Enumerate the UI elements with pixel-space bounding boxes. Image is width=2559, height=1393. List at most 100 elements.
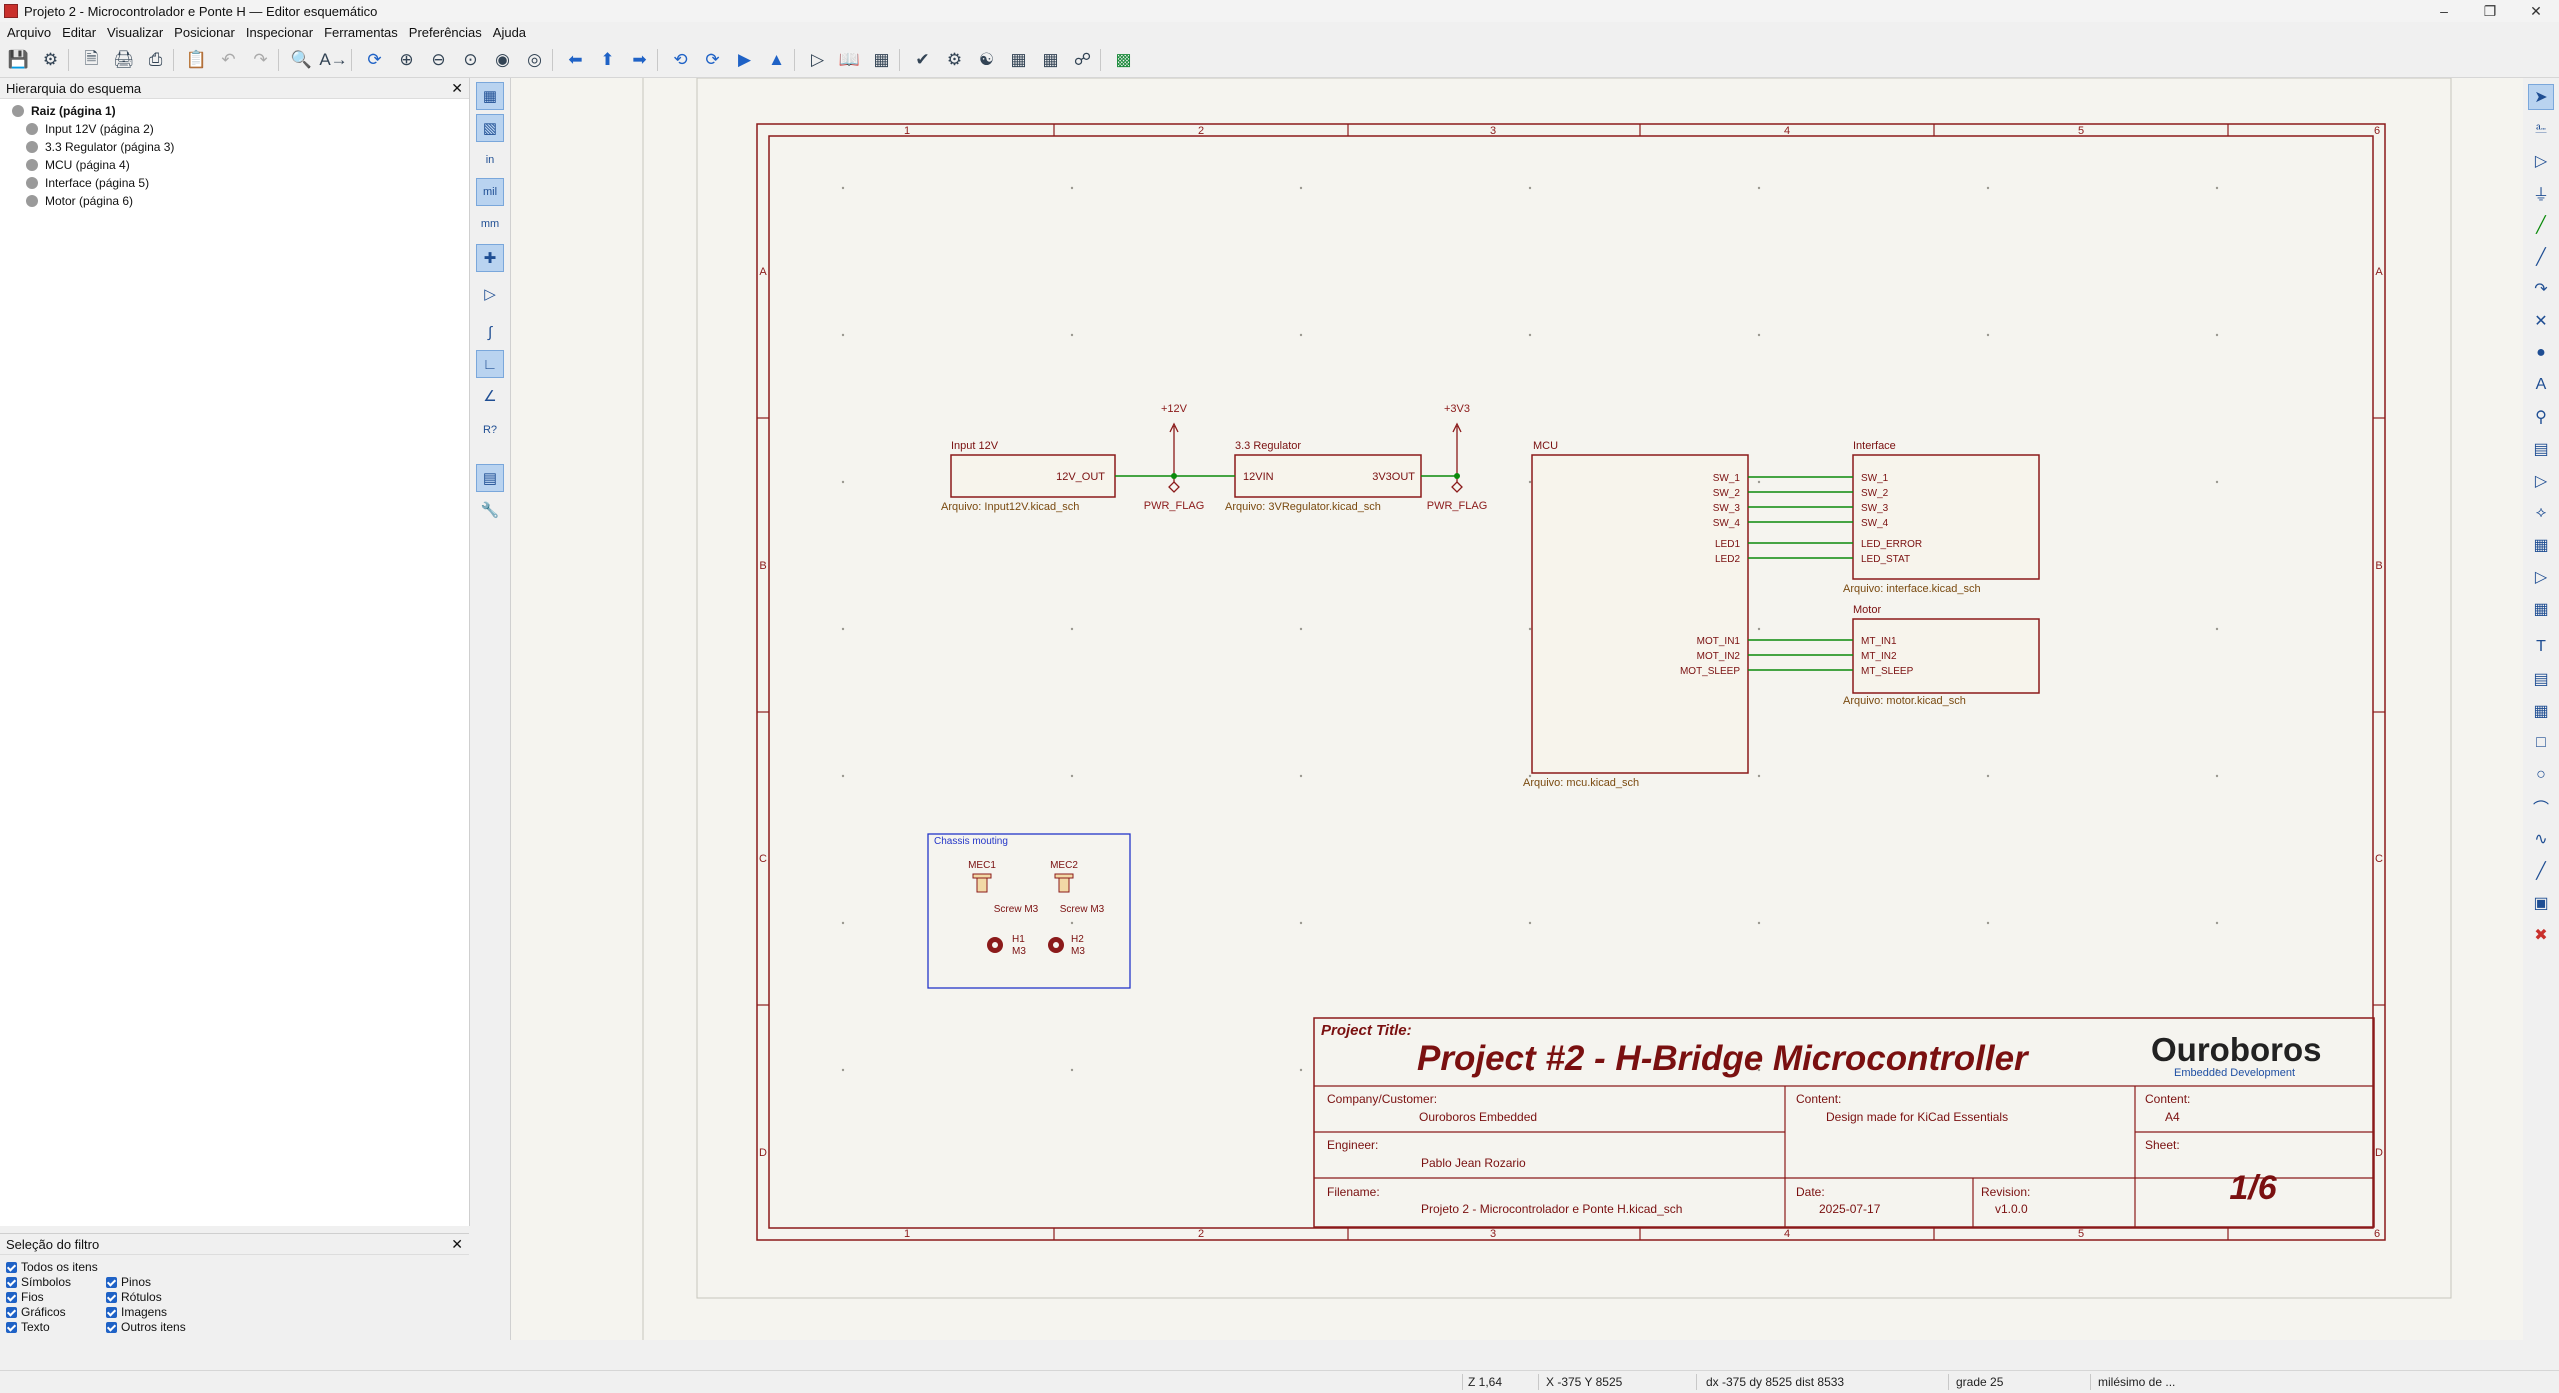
menu-inspecionar[interactable]: Inspecionar bbox=[245, 24, 314, 40]
net-class-icon[interactable]: ⚲ bbox=[2535, 409, 2547, 426]
line-mode-90-icon[interactable]: ∟ bbox=[476, 350, 504, 378]
global-label-icon[interactable]: ▷ bbox=[2534, 473, 2548, 490]
chassis-mounting-group[interactable]: Chassis mouting MEC1 MEC2 Screw M3 Screw… bbox=[927, 833, 1131, 989]
schematic-canvas[interactable]: 1 2 3 4 5 6 1 2 3 4 5 6 A B C D A B C D bbox=[511, 78, 2523, 1340]
zoom-in-icon[interactable]: ⊕ bbox=[399, 50, 414, 69]
plot-icon[interactable]: ⎙ bbox=[148, 50, 163, 69]
navigate-up-icon[interactable]: ⬆ bbox=[600, 50, 615, 69]
symbol-editor-icon[interactable]: ▷ bbox=[810, 50, 825, 69]
erc-icon[interactable]: ✔ bbox=[915, 50, 930, 69]
sheet-mcu[interactable]: MCU Arquivo: mcu.kicad_sch bbox=[1523, 440, 1749, 789]
hierarchy-item[interactable]: Interface (página 5) bbox=[26, 174, 469, 192]
filter-labels-checkbox[interactable]: Rótulos bbox=[106, 1290, 162, 1304]
menu-preferencias[interactable]: Preferências bbox=[408, 24, 482, 40]
delete-tool-icon[interactable]: ✖ bbox=[2534, 927, 2548, 944]
filter-wires-checkbox[interactable]: Fios bbox=[6, 1290, 44, 1304]
close-window-button[interactable]: ✕ bbox=[2530, 2, 2542, 19]
bom-icon[interactable]: ▦ bbox=[1010, 50, 1027, 69]
find-icon[interactable]: 🔍 bbox=[290, 50, 313, 69]
add-text-icon[interactable]: T bbox=[2536, 638, 2546, 655]
rule-area-icon[interactable]: ▤ bbox=[2533, 441, 2549, 458]
filter-pins-checkbox[interactable]: Pinos bbox=[106, 1275, 151, 1289]
hierarchy-item[interactable]: Input 12V (página 2) bbox=[26, 120, 469, 138]
highlight-net-icon[interactable]: ⎁ bbox=[2534, 120, 2548, 137]
save-icon[interactable]: 💾 bbox=[7, 50, 30, 69]
symbol-browser-icon[interactable]: 📖 bbox=[838, 50, 861, 69]
undo-icon[interactable]: ↶ bbox=[221, 50, 236, 69]
bus-entry-icon[interactable]: ↷ bbox=[2534, 281, 2548, 298]
print-icon[interactable]: 🖨 bbox=[112, 50, 135, 69]
add-wire-icon[interactable]: ╱ bbox=[2536, 217, 2546, 234]
filter-graphics-checkbox[interactable]: Gráficos bbox=[6, 1305, 66, 1319]
assign-footprints-icon[interactable]: ⚙ bbox=[946, 50, 963, 69]
close-panel-icon[interactable]: ✕ bbox=[451, 1235, 463, 1252]
simulator-icon[interactable]: ☯ bbox=[978, 50, 995, 69]
hierarchy-root[interactable]: Raiz (página 1) bbox=[12, 102, 469, 120]
sheet-interface[interactable]: Interface Arquivo: interface.kicad_sch bbox=[1843, 440, 2040, 595]
sheet-motor[interactable]: Motor Arquivo: motor.kicad_sch bbox=[1843, 604, 2040, 707]
annotate-icon[interactable]: ▦ bbox=[873, 50, 890, 69]
units-inches-icon[interactable]: in bbox=[485, 154, 495, 166]
text-box-icon[interactable]: ▤ bbox=[2533, 671, 2549, 688]
sheet-pin-icon[interactable]: ▷ bbox=[2534, 569, 2548, 586]
minimize-button[interactable]: – bbox=[2440, 3, 2448, 19]
units-mm-icon[interactable]: mm bbox=[480, 218, 500, 230]
hierarchy-item[interactable]: MCU (página 4) bbox=[26, 156, 469, 174]
netlist-icon[interactable]: ☍ bbox=[1073, 50, 1092, 69]
add-sheet-icon[interactable]: ▦ bbox=[2533, 537, 2549, 554]
filter-symbols-checkbox[interactable]: Símbolos bbox=[6, 1275, 71, 1289]
add-bus-icon[interactable]: ╱ bbox=[2536, 249, 2546, 266]
schematic-setup-icon[interactable]: ⚙ bbox=[42, 50, 59, 69]
line-mode-free-icon[interactable]: ∫ bbox=[487, 323, 493, 341]
cursor-crosshair-icon[interactable]: ✚ bbox=[476, 244, 504, 272]
hierarchy-item[interactable]: 3.3 Regulator (página 3) bbox=[26, 138, 469, 156]
net-label-icon[interactable]: A bbox=[2535, 376, 2547, 393]
add-table-icon[interactable]: ▦ bbox=[2533, 703, 2549, 720]
filter-all-items-checkbox[interactable]: Todos os itens bbox=[6, 1260, 98, 1274]
import-sheet-icon[interactable]: ▦ bbox=[2533, 601, 2549, 618]
menu-ferramentas[interactable]: Ferramentas bbox=[324, 24, 398, 40]
add-bezier-icon[interactable]: ∿ bbox=[2534, 831, 2548, 848]
annotation-toggle-icon[interactable]: R? bbox=[482, 424, 498, 436]
grid-overrides-icon[interactable]: ▧ bbox=[476, 114, 504, 142]
fields-table-icon[interactable]: ▦ bbox=[1042, 50, 1059, 69]
navigate-forward-icon[interactable]: ➡ bbox=[632, 50, 647, 69]
filter-text-checkbox[interactable]: Texto bbox=[6, 1320, 50, 1334]
menu-editar[interactable]: Editar bbox=[62, 24, 97, 40]
restore-button[interactable]: ❐ bbox=[2483, 2, 2497, 19]
hierarchy-item[interactable]: Motor (página 6) bbox=[26, 192, 469, 210]
hierarchy-panel-toggle-icon[interactable]: ▤ bbox=[476, 464, 504, 492]
units-mils-icon[interactable]: mil bbox=[476, 178, 504, 206]
add-arc-icon[interactable]: ⌒ bbox=[2532, 801, 2549, 818]
menu-posicionar[interactable]: Posicionar bbox=[174, 24, 235, 40]
menu-ajuda[interactable]: Ajuda bbox=[492, 24, 527, 40]
sheet-3v3-regulator[interactable]: 3.3 Regulator 12VIN 3V3OUT Arquivo: 3VRe… bbox=[1225, 440, 1422, 513]
add-line-icon[interactable]: ╱ bbox=[2536, 863, 2546, 880]
paste-icon[interactable]: 📋 bbox=[185, 50, 208, 69]
rotate-ccw-icon[interactable]: ⟲ bbox=[673, 50, 688, 69]
no-connect-icon[interactable]: ✕ bbox=[2534, 313, 2548, 330]
zoom-objects-icon[interactable]: ◉ bbox=[495, 50, 510, 69]
add-image-icon[interactable]: ▣ bbox=[2533, 895, 2549, 912]
navigate-back-icon[interactable]: ⬅ bbox=[568, 50, 583, 69]
line-mode-45-icon[interactable]: ∠ bbox=[483, 388, 497, 405]
sheet-input-12v[interactable]: Input 12V 12V_OUT Arquivo: Input12V.kica… bbox=[941, 440, 1116, 513]
zoom-fit-icon[interactable]: ⊙ bbox=[463, 50, 478, 69]
mirror-v-icon[interactable]: ▶ bbox=[737, 50, 752, 69]
select-tool-icon[interactable]: ➤ bbox=[2528, 84, 2554, 110]
hier-label-icon[interactable]: ⟡ bbox=[2535, 504, 2547, 521]
add-circle-icon[interactable]: ○ bbox=[2536, 766, 2546, 783]
mirror-h-icon[interactable]: ▲ bbox=[768, 50, 785, 69]
filter-other-checkbox[interactable]: Outros itens bbox=[106, 1320, 186, 1334]
refresh-icon[interactable]: ⟳ bbox=[367, 50, 382, 69]
page-settings-icon[interactable]: 🗎 bbox=[84, 48, 99, 68]
zoom-selection-icon[interactable]: ◎ bbox=[527, 50, 542, 69]
add-rectangle-icon[interactable]: □ bbox=[2536, 734, 2546, 751]
add-symbol-icon[interactable]: ▷ bbox=[2534, 153, 2548, 170]
grid-toggle-icon[interactable]: ▦ bbox=[476, 82, 504, 110]
properties-tools-icon[interactable]: 🔧 bbox=[480, 502, 500, 519]
add-power-icon[interactable]: ⏚ bbox=[2532, 187, 2549, 204]
rotate-cw-icon[interactable]: ⟳ bbox=[705, 50, 720, 69]
menu-visualizar[interactable]: Visualizar bbox=[107, 24, 164, 40]
find-replace-icon[interactable]: A→ bbox=[319, 50, 348, 69]
